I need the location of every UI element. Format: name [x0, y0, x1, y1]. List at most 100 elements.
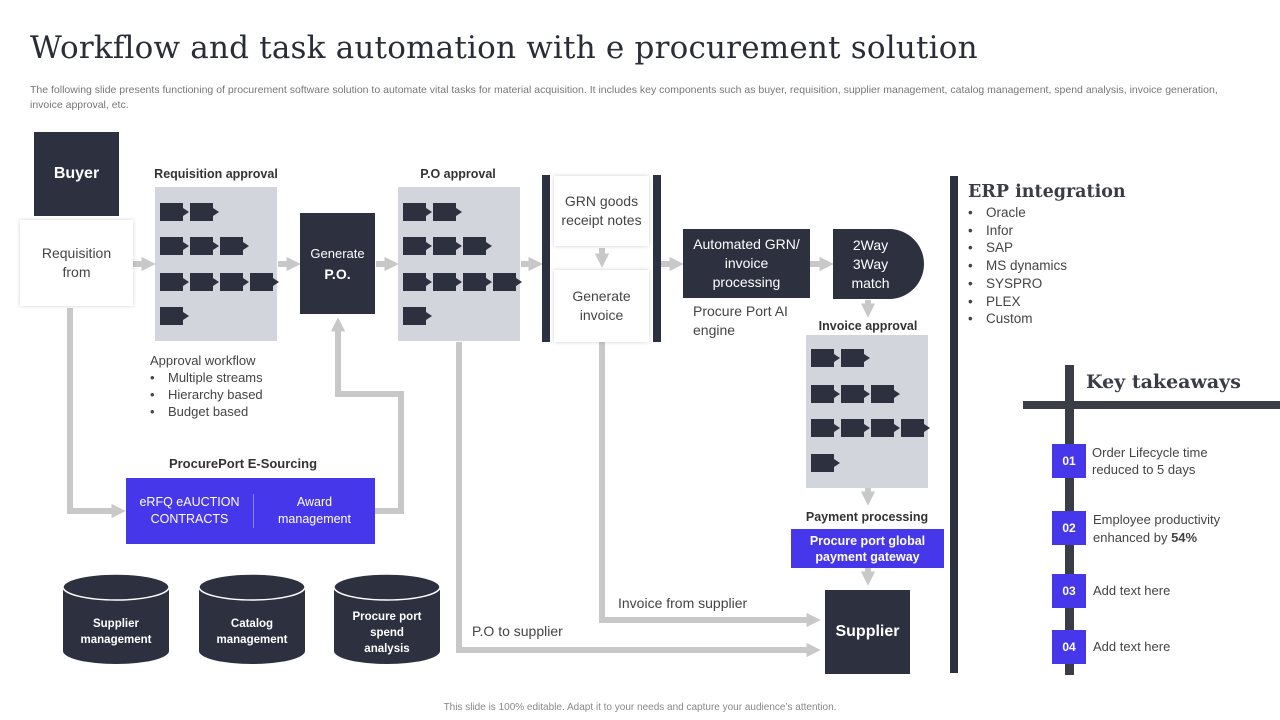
- flow-block: [811, 349, 840, 367]
- flow-block-arrowhead: [426, 242, 432, 250]
- generate-po-line1: Generate: [310, 245, 365, 261]
- approval-workflow-heading: Approval workflow: [150, 353, 256, 368]
- flow-block: [403, 307, 432, 325]
- flow-block-arrowhead: [486, 242, 492, 250]
- takeaways-heading: Key takeaways: [1086, 371, 1241, 393]
- erp-list: Oracle Infor SAP MS dynamics SYSPRO PLEX…: [968, 204, 1067, 328]
- flow-block: [433, 203, 462, 221]
- flow-block-arrowhead: [864, 354, 870, 362]
- list-item: Multiple streams: [150, 369, 263, 386]
- requisition-from-box: Requisition from: [20, 220, 133, 306]
- generate-po-line2: P.O.: [324, 265, 351, 282]
- takeaway-text: Employee productivity enhanced by 54%: [1093, 512, 1221, 545]
- flow-block-arrowhead: [834, 459, 840, 467]
- flow-block: [433, 237, 462, 255]
- flow-block: [403, 203, 432, 221]
- db-label: spend: [370, 627, 404, 639]
- flow-block-arrowhead: [273, 278, 279, 286]
- flow-block-arrowhead: [456, 208, 462, 216]
- automated-grn-box: Automated GRN/ invoice processing: [683, 229, 810, 298]
- invoice-approval-panel: [806, 335, 930, 488]
- takeaway-text: Add text here: [1093, 583, 1171, 598]
- flow-block: [220, 237, 249, 255]
- flow-block-arrowhead: [213, 242, 219, 250]
- list-item: SAP: [968, 239, 1067, 257]
- generate-po-box: Generate P.O.: [300, 213, 375, 314]
- flow-block-arrowhead: [834, 424, 840, 432]
- erp-divider-bar: [950, 176, 958, 673]
- flow-block-arrowhead: [426, 312, 432, 320]
- e-sourcing-heading: ProcurePort E-Sourcing: [168, 456, 318, 471]
- flow-block: [493, 273, 522, 291]
- flow-block-arrowhead: [213, 208, 219, 216]
- flow-block-arrowhead: [456, 242, 462, 250]
- flow-block-arrowhead: [183, 242, 189, 250]
- procure-port-ai-label: Procure Port AI engine: [693, 303, 788, 338]
- payment-processing-label: Payment processing: [805, 510, 929, 524]
- spend-analysis-database: Procure port spend analysis: [333, 573, 441, 664]
- flow-block: [160, 307, 189, 325]
- takeaway-text: Add text here: [1093, 639, 1171, 654]
- list-item: Infor: [968, 222, 1067, 240]
- list-item: Budget based: [150, 403, 263, 420]
- list-item: Oracle: [968, 204, 1067, 222]
- invoice-approval-label: Invoice approval: [818, 319, 918, 333]
- takeaway-text: Order Lifecycle time reduced to 5 days: [1092, 445, 1208, 477]
- flow-block-arrowhead: [864, 424, 870, 432]
- flow-block: [250, 273, 279, 291]
- flow-block-arrowhead: [213, 278, 219, 286]
- grn-right-bar: [653, 175, 661, 342]
- way-match-box: 2Way 3Way match: [833, 229, 924, 299]
- po-to-supplier-label: P.O to supplier: [472, 623, 563, 639]
- way-match-line3: match: [851, 274, 890, 291]
- takeaway-number-badge: 04: [1052, 630, 1086, 664]
- grn-left-bar: [542, 175, 550, 342]
- flow-block: [160, 203, 189, 221]
- flow-block: [220, 273, 249, 291]
- flow-block-arrowhead: [183, 208, 189, 216]
- way-match-line2: 3Way: [852, 255, 889, 272]
- buyer-box: Buyer: [34, 132, 119, 216]
- approval-workflow-list: Multiple streams Hierarchy based Budget …: [150, 369, 263, 420]
- flow-block-arrowhead: [834, 390, 840, 398]
- page-title: Workflow and task automation with e proc…: [30, 30, 978, 66]
- flow-block-arrowhead: [864, 390, 870, 398]
- flow-block: [463, 273, 492, 291]
- flow-block: [433, 273, 462, 291]
- erfq-label: eRFQ eAUCTION CONTRACTS: [139, 495, 240, 526]
- flow-block: [841, 385, 870, 403]
- erp-heading: ERP integration: [968, 182, 1126, 202]
- requisition-approval-panel: [155, 187, 279, 341]
- flow-block-arrowhead: [183, 312, 189, 320]
- db-label: Procure port: [352, 611, 421, 623]
- db-label: Supplier: [93, 618, 140, 630]
- list-item: SYSPRO: [968, 275, 1067, 293]
- flow-block: [811, 385, 840, 403]
- flow-block-arrowhead: [924, 424, 930, 432]
- e-sourcing-box: eRFQ eAUCTION CONTRACTS Award management: [126, 478, 375, 544]
- list-item: PLEX: [968, 293, 1067, 311]
- flow-block-arrowhead: [426, 208, 432, 216]
- footer-note: This slide is 100% editable. Adapt it to…: [443, 702, 837, 713]
- po-approval-label: P.O approval: [420, 167, 496, 181]
- db-label: analysis: [364, 643, 409, 655]
- flow-block-arrowhead: [516, 278, 522, 286]
- flow-block: [160, 273, 189, 291]
- flow-block: [811, 454, 840, 472]
- flow-block-arrowhead: [894, 424, 900, 432]
- db-label: Catalog: [231, 618, 273, 630]
- flow-block: [190, 237, 219, 255]
- flow-block: [403, 273, 432, 291]
- takeaway-number-badge: 02: [1052, 511, 1086, 545]
- flow-block-arrowhead: [183, 278, 189, 286]
- db-label: management: [217, 634, 288, 646]
- flow-block: [811, 419, 840, 437]
- db-label: management: [81, 634, 152, 646]
- invoice-from-supplier-label: Invoice from supplier: [618, 595, 748, 611]
- flow-block: [841, 419, 870, 437]
- flow-block-arrowhead: [243, 242, 249, 250]
- flow-block: [871, 419, 900, 437]
- flow-block-arrowhead: [486, 278, 492, 286]
- flow-block: [403, 237, 432, 255]
- arrow-invoice-to-supplier: [599, 342, 821, 628]
